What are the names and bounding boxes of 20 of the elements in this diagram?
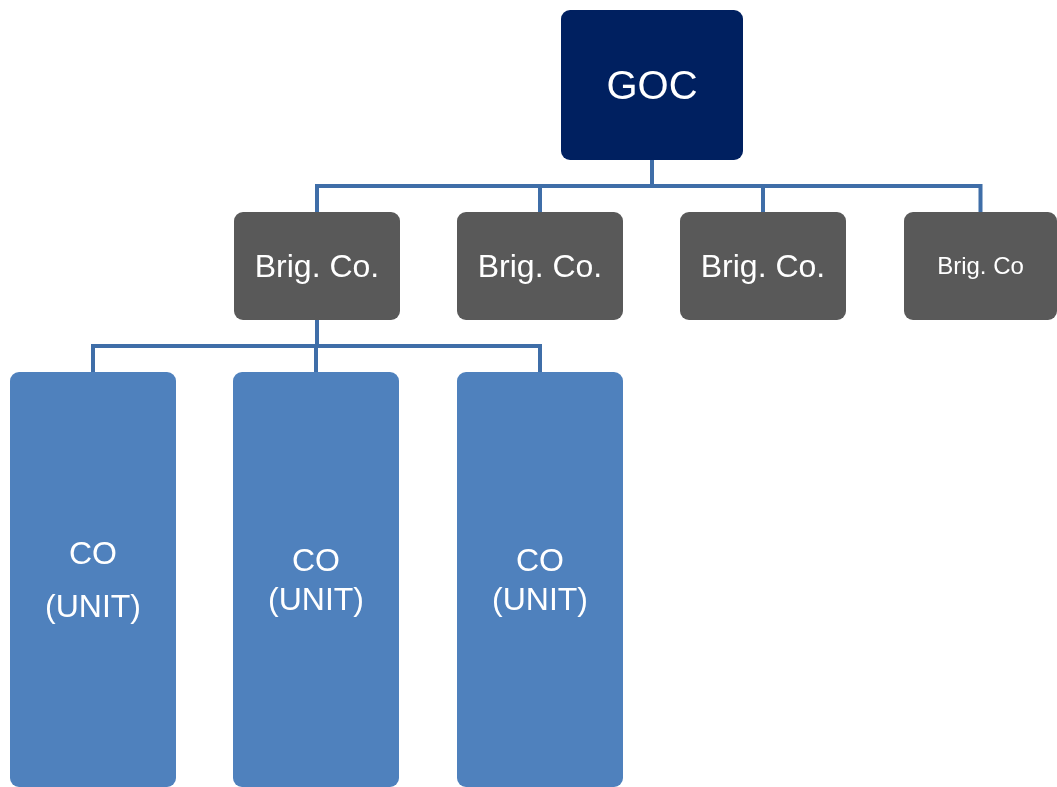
- node-label: GOC: [606, 62, 698, 109]
- node-label: Brig. Co: [937, 251, 1024, 281]
- brigade-box: [234, 212, 400, 320]
- node-label: Brig. Co.: [254, 246, 380, 286]
- node-label: (UNIT): [268, 579, 364, 618]
- node-label: CO: [516, 541, 564, 580]
- node-label: Brig. Co.: [477, 246, 603, 286]
- brigade-box: [680, 212, 846, 320]
- unit-box: [233, 372, 399, 787]
- connector-line: [650, 160, 983, 212]
- unit-box: [10, 372, 176, 787]
- node-label: (UNIT): [492, 579, 588, 618]
- unit-box: [457, 372, 623, 787]
- commander-box: [561, 10, 743, 160]
- brigade-box: [904, 212, 1057, 320]
- node-label: (UNIT): [45, 586, 141, 625]
- node-label: CO: [292, 541, 340, 580]
- node-label: CO: [69, 534, 117, 573]
- brigade-box: [457, 212, 623, 320]
- node-label: Brig. Co.: [700, 246, 826, 286]
